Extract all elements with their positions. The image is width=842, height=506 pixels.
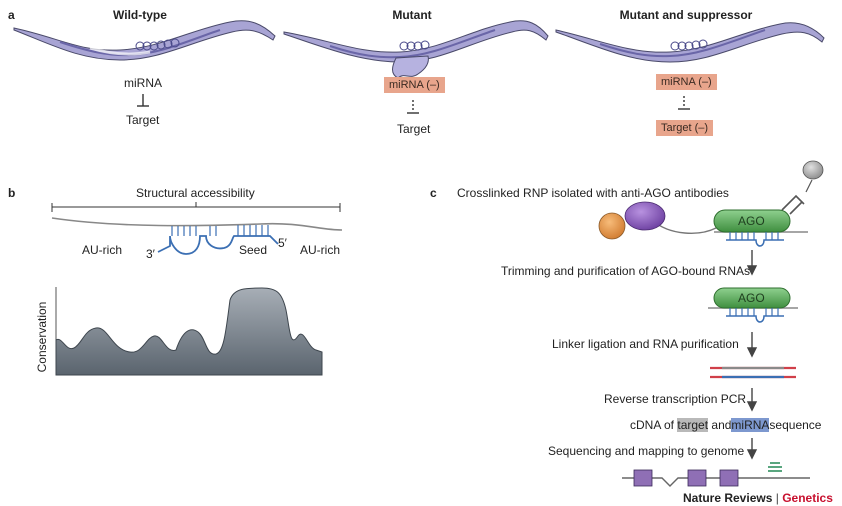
brand-journal: Genetics: [782, 491, 833, 505]
brand-name: Nature Reviews: [683, 491, 773, 505]
suppressor-target-box: Target (–): [656, 120, 714, 136]
ago-label-1: AGO: [738, 214, 765, 228]
structural-accessibility-label: Structural accessibility: [136, 186, 255, 200]
accessibility-bracket: [51, 202, 341, 212]
protein-orange-icon: [598, 212, 626, 240]
exon-2: [687, 469, 707, 487]
arrow-2: [746, 332, 758, 358]
cdna-target-highlight: target: [677, 418, 709, 432]
cdna-suffix: sequence: [769, 418, 822, 432]
trimmed-ago-complex: [708, 287, 798, 323]
mutant-mirna-box: miRNA (–): [384, 77, 445, 93]
bead-icon: [802, 160, 824, 180]
ago-label-2: AGO: [738, 291, 765, 305]
three-prime-label: 3′: [146, 247, 155, 261]
cdna-mirna-highlight: miRNA: [731, 418, 770, 432]
conservation-plot: [55, 287, 323, 376]
exon-3: [719, 469, 739, 487]
seed-label: Seed: [239, 243, 268, 257]
worm-wild-type-vulva-coil: [135, 38, 180, 51]
arrow-1: [746, 250, 758, 276]
panel-b-letter: b: [8, 186, 16, 200]
inhibition-symbol-wild-type: [137, 94, 149, 107]
bound-mirna-1: [726, 232, 784, 247]
worm-suppressor: [555, 22, 825, 63]
step-4-label: Reverse transcription PCR: [604, 392, 747, 406]
protein-purple-icon: [624, 201, 666, 231]
wild-type-target-label: Target: [126, 113, 160, 127]
cdna-prefix: cDNA of: [630, 418, 675, 432]
panel-a-letter: a: [8, 8, 15, 22]
journal-brand: Nature Reviews | Genetics: [683, 491, 833, 505]
suppressor-title: Mutant and suppressor: [619, 8, 753, 22]
conservation-axis-label: Conservation: [35, 301, 49, 373]
worm-mutant: [283, 20, 549, 79]
wild-type-title: Wild-type: [113, 8, 167, 22]
cdna-line: cDNA of target andmiRNAsequence: [630, 418, 821, 432]
arrow-4: [746, 438, 758, 460]
mutant-target-label: Target: [397, 122, 431, 136]
genome-map: [622, 462, 810, 487]
five-prime-label: 5′: [278, 236, 287, 250]
worm-wild-type: [13, 20, 276, 61]
panel-c-letter: c: [430, 186, 437, 200]
rnp-complex: [598, 160, 824, 247]
step-5-label: Sequencing and mapping to genome: [548, 444, 745, 458]
step-3-label: Linker ligation and RNA purification: [552, 337, 739, 351]
step-2-label: Trimming and purification of AGO-bound R…: [501, 264, 750, 278]
step-1-label: Crosslinked RNP isolated with anti-AGO a…: [457, 186, 729, 200]
au-rich-left-label: AU-rich: [82, 243, 123, 257]
mirna-duplex: [157, 225, 279, 255]
antibody-icon: [781, 194, 805, 215]
suppressor-mirna-box: miRNA (–): [656, 74, 717, 90]
exon-1: [633, 469, 653, 487]
arrow-3: [746, 388, 758, 412]
mutant-title: Mutant: [392, 8, 432, 22]
wild-type-mirna-label: miRNA: [124, 76, 162, 90]
au-rich-right-label: AU-rich: [300, 243, 341, 257]
brand-separator: |: [775, 491, 779, 505]
mrna-target-strand: [51, 217, 343, 231]
linker-ligated-rna: [710, 366, 796, 379]
mapped-reads: [768, 462, 782, 472]
inhibition-symbol-suppressor: [678, 96, 690, 110]
protruding-vulva: [392, 55, 429, 79]
ago-protein-icon: [713, 209, 791, 233]
cdna-and: and: [711, 418, 732, 432]
inhibition-symbol-mutant: [407, 100, 419, 114]
